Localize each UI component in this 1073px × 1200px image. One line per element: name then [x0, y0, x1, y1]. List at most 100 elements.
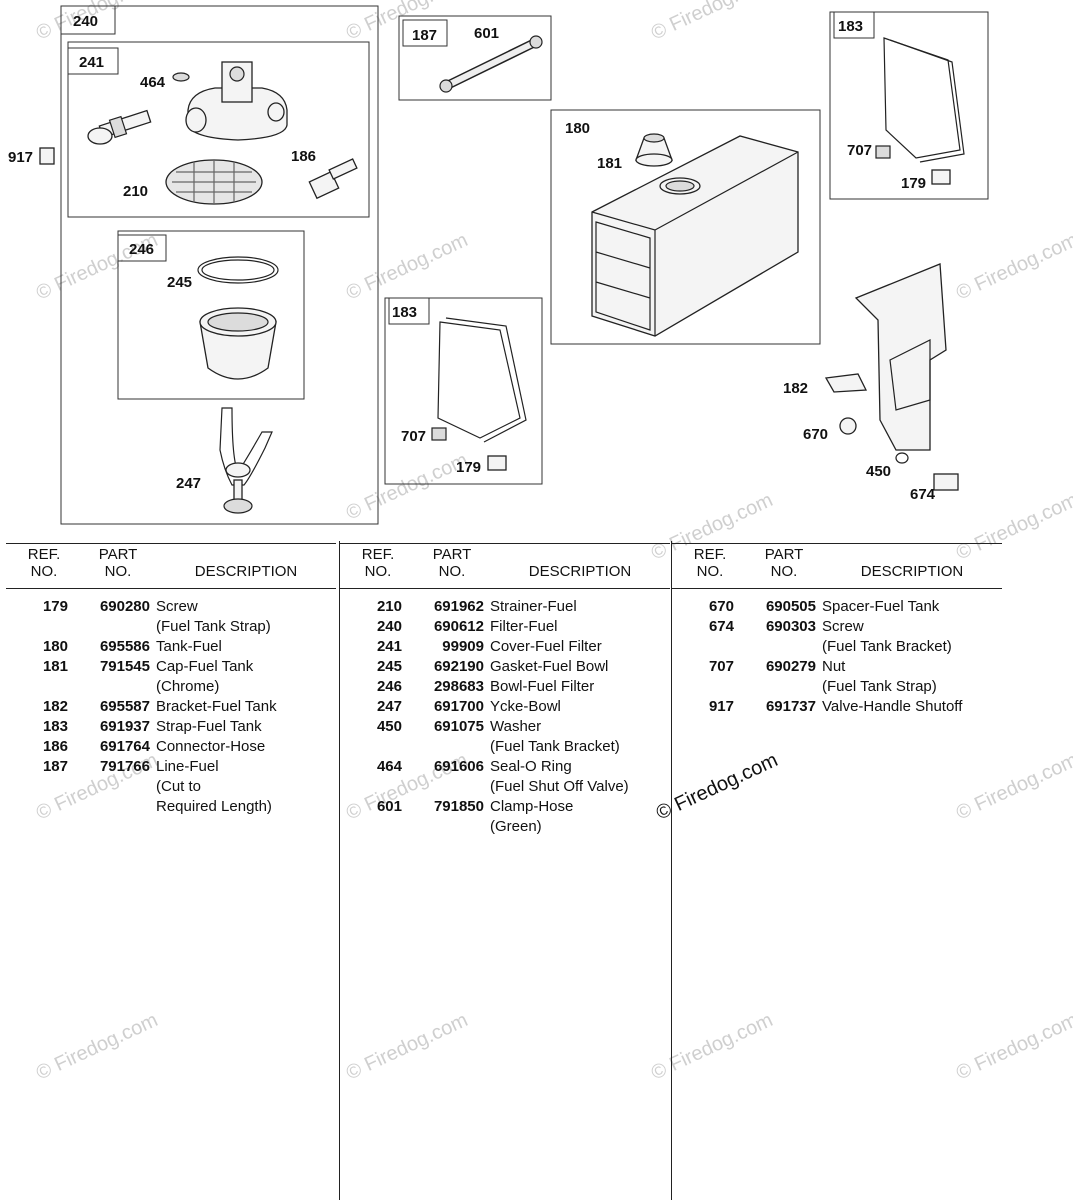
- part-shutoff-valve: [87, 109, 152, 145]
- part-186-connector: [308, 158, 358, 200]
- part-183-strap-top-edge: [889, 39, 965, 163]
- part-description: Screw: [156, 598, 198, 615]
- table-row-continuation: (Cut to: [6, 777, 336, 797]
- header-part: PART NO.: [432, 546, 472, 580]
- label-box-187: [402, 19, 448, 47]
- part-description: (Fuel Shut Off Valve): [490, 778, 629, 795]
- part-description: Strainer-Fuel: [490, 598, 577, 615]
- part-description: Ycke-Bowl: [490, 698, 561, 715]
- callout-917: 917: [8, 149, 33, 166]
- part-description: Washer: [490, 718, 542, 735]
- group-187-frame: [398, 15, 552, 101]
- ref-number: 601: [376, 798, 402, 815]
- part-number: 690303: [765, 618, 816, 635]
- table-row-continuation: (Fuel Tank Bracket): [672, 637, 1002, 657]
- part-description: Cap-Fuel Tank: [156, 658, 254, 675]
- part-number: 691606: [433, 758, 484, 775]
- part-description: Screw: [822, 618, 864, 635]
- table-row-continuation: (Fuel Tank Strap): [6, 617, 336, 637]
- part-description: Line-Fuel: [156, 758, 219, 775]
- callout-464: 464: [140, 74, 166, 91]
- part-245-gasket-inner: [201, 259, 275, 281]
- part-245-gasket: [197, 256, 279, 284]
- group-240-frame: [60, 5, 379, 525]
- watermark: © Firedog.com: [648, 1009, 776, 1084]
- ref-number: 464: [376, 758, 402, 775]
- table-row-continuation: (Fuel Tank Strap): [672, 677, 1002, 697]
- callout-183-top: 183: [838, 18, 863, 35]
- callout-247: 247: [176, 475, 201, 492]
- part-description: (Green): [490, 818, 542, 835]
- part-464-o-ring: [172, 72, 190, 82]
- table-header: REF. NO. PART NO. DESCRIPTION: [6, 543, 336, 589]
- part-description: Required Length): [156, 798, 272, 815]
- label-box-246: [117, 234, 167, 262]
- table-row-continuation: Required Length): [6, 797, 336, 817]
- part-number: 691764: [99, 738, 150, 755]
- part-number: 691700: [433, 698, 484, 715]
- callout-241: 241: [79, 54, 104, 71]
- ref-number: 210: [376, 598, 402, 615]
- part-210-strainer: [165, 159, 263, 205]
- part-182-bracket: [854, 263, 947, 451]
- callout-182: 182: [783, 380, 808, 397]
- part-182-tab: [824, 373, 868, 393]
- watermark: © Firedog.com: [343, 449, 471, 524]
- label-box-241: [67, 47, 119, 75]
- callout-187: 187: [412, 27, 437, 44]
- part-number: 691937: [99, 718, 150, 735]
- callout-179-top: 179: [901, 175, 926, 192]
- part-187-line-inner: [443, 39, 539, 89]
- part-description: (Fuel Tank Bracket): [490, 738, 620, 755]
- callout-245: 245: [167, 274, 192, 291]
- table-header: REF. NO. PART NO. DESCRIPTION: [340, 543, 670, 589]
- part-707-nut-mid: [431, 427, 447, 441]
- callout-707-top: 707: [847, 142, 872, 159]
- table-row-continuation: (Fuel Shut Off Valve): [340, 777, 670, 797]
- callout-246: 246: [129, 241, 154, 258]
- watermark: © Firedog.com: [953, 1009, 1073, 1084]
- part-707-nut-top: [875, 145, 891, 159]
- group-183-strap-top: 183 707 179: [829, 11, 989, 200]
- part-description: Valve-Handle Shutoff: [822, 698, 963, 715]
- watermark-dark: © Firedog.com: [653, 749, 781, 824]
- part-179-screw-mid: [487, 455, 507, 471]
- table-divider: [339, 541, 340, 1200]
- part-917-handle: [39, 147, 55, 165]
- group-187-fuel-line: 187 601: [398, 15, 552, 101]
- group-183-strap-mid: 183 707 179: [384, 297, 543, 485]
- part-description: Gasket-Fuel Bowl: [490, 658, 609, 675]
- table-row-continuation: (Fuel Tank Bracket): [340, 737, 670, 757]
- label-box-183b: [388, 297, 430, 325]
- part-181-cap: [635, 133, 673, 167]
- part-247-yoke: [219, 407, 273, 514]
- ref-number: 179: [42, 598, 68, 615]
- callout-707-mid: 707: [401, 428, 426, 445]
- ref-number: 670: [708, 598, 734, 615]
- watermark: © Firedog.com: [343, 1009, 471, 1084]
- ref-number: 917: [708, 698, 734, 715]
- part-number: 791545: [99, 658, 150, 675]
- group-183a-frame: [829, 11, 989, 200]
- part-description: Bracket-Fuel Tank: [156, 698, 277, 715]
- callout-674: 674: [910, 486, 936, 503]
- ref-number: 246: [376, 678, 402, 695]
- part-number: 691737: [765, 698, 816, 715]
- ref-number: 181: [42, 658, 68, 675]
- part-number: 691075: [433, 718, 484, 735]
- part-183-strap-mid: [437, 321, 521, 439]
